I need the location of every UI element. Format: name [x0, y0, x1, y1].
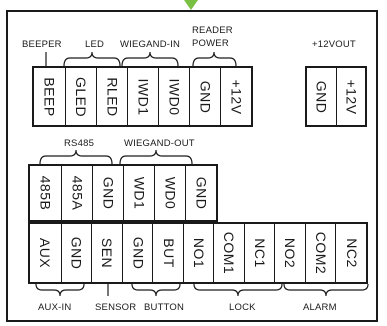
terminal-block-reader: BEEP GLED RLED IWD1 IWD0 GND +12V: [32, 66, 253, 127]
terminal-pin-485b: 485B: [30, 166, 61, 220]
terminal-pin-com2: COM2: [304, 224, 337, 282]
terminal-pin-label: IWD1: [135, 78, 152, 115]
terminal-pin-but: BUT: [152, 224, 184, 282]
bracket-aux-in: [35, 283, 85, 297]
terminal-pin-label: RLED: [104, 76, 121, 117]
terminal-pin-485a: 485A: [61, 166, 93, 220]
label-reader: READER: [192, 25, 233, 36]
label-wiegand-out: WIEGAND-OUT: [124, 138, 195, 149]
terminal-pin-label: WD1: [131, 176, 148, 210]
top-marker-triangle: [184, 0, 198, 10]
terminal-pin-label: NC2: [343, 238, 360, 268]
terminal-pin-aux: AUX: [30, 224, 61, 282]
label-lock: LOCK: [229, 302, 256, 313]
terminal-pin-label: 485A: [69, 175, 86, 211]
terminal-block-12vout: GND +12V: [305, 66, 367, 127]
terminal-pin-gnd: GND: [92, 166, 124, 220]
bracket-button: [131, 283, 181, 297]
terminal-pin-label: +12V: [228, 78, 245, 115]
label-power: POWER: [192, 38, 229, 49]
terminal-pin-gnd: GND: [307, 68, 336, 125]
terminal-pin-rled: RLED: [96, 68, 128, 125]
terminal-pin-label: SEN: [99, 237, 116, 269]
label-rs485: RS485: [64, 138, 95, 149]
label-sensor: SENSOR: [95, 302, 137, 313]
label-alarm: ALARM: [303, 302, 337, 313]
terminal-pin-beep: BEEP: [34, 68, 65, 125]
terminal-pin-label: COM1: [221, 231, 238, 275]
label-wiegand-in: WIEGAND-IN: [120, 39, 181, 50]
terminal-pin-label: NO2: [282, 237, 299, 269]
terminal-pin-no1: NO1: [182, 224, 215, 282]
bracket-wiegand-in: [121, 51, 179, 67]
terminal-pin-plus12v: +12V: [220, 68, 251, 125]
terminal-pin-label: GLED: [73, 76, 90, 117]
terminal-pin-no2: NO2: [274, 224, 306, 282]
bracket-led: [63, 51, 121, 67]
terminal-pin-label: WD0: [162, 176, 179, 210]
terminal-pin-label: GND: [193, 176, 210, 210]
terminal-pin-wd0: WD0: [154, 166, 186, 220]
terminal-pin-iwd0: IWD0: [158, 68, 190, 125]
terminal-pin-iwd1: IWD1: [127, 68, 159, 125]
terminal-pin-label: COM2: [313, 231, 330, 275]
terminal-pin-gnd: GND: [185, 166, 216, 220]
label-12vout: +12VOUT: [312, 39, 356, 50]
bracket-lock: [193, 283, 283, 297]
terminal-pin-gled: GLED: [65, 68, 97, 125]
bracket-reader-power: [192, 51, 237, 67]
terminal-pin-label: 485B: [37, 175, 54, 211]
terminal-pin-label: NO1: [190, 237, 207, 269]
label-led: LED: [85, 39, 105, 50]
label-beeper: BEEPER: [22, 39, 62, 50]
terminal-pin-label: +12V: [343, 78, 360, 115]
terminal-pin-label: AUX: [37, 237, 54, 269]
terminal-pin-label: GND: [100, 176, 117, 210]
terminal-pin-label: BUT: [160, 238, 177, 268]
terminal-pin-com1: COM1: [213, 224, 245, 282]
terminal-pin-sen: SEN: [91, 224, 123, 282]
terminal-pin-label: GND: [313, 80, 330, 113]
bracket-alarm: [283, 283, 369, 297]
label-button: BUTTON: [144, 302, 185, 313]
terminal-pin-wd1: WD1: [123, 166, 155, 220]
label-aux-in: AUX-IN: [38, 302, 72, 313]
terminal-pin-label: IWD0: [166, 78, 183, 115]
terminal-pin-label: BEEP: [41, 76, 58, 117]
terminal-pin-gnd: GND: [60, 224, 93, 282]
terminal-pin-nc2: NC2: [335, 224, 366, 282]
terminal-pin-label: GND: [68, 236, 85, 270]
terminal-pin-label: NC1: [252, 238, 269, 268]
terminal-pin-plus12v: +12V: [336, 68, 365, 125]
terminal-block-io: AUX GND SEN GND BUT NO1 COM1 NC1 NO2 COM2 NC2: [28, 222, 368, 284]
terminal-pin-gnd: GND: [121, 224, 154, 282]
terminal-block-rs485-wiegand-out: 485B 485A GND WD1 WD0 GND: [28, 164, 218, 222]
terminal-pin-label: GND: [129, 236, 146, 270]
bracket-rs485: [39, 149, 113, 165]
terminal-pin-nc1: NC1: [243, 224, 276, 282]
terminal-pin-gnd: GND: [189, 68, 221, 125]
bracket-wiegand-out: [119, 149, 193, 165]
terminal-pin-label: GND: [197, 80, 214, 113]
